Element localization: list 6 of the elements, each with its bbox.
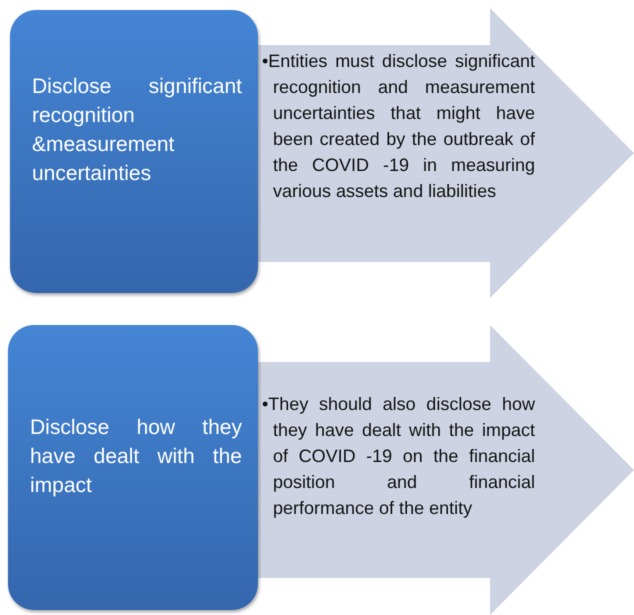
box-heading: Disclose how they have dealt with the impact [30, 415, 242, 499]
bullet-text: •Entities must disclose significant recognition and measurement uncertainties that might have been created by the outbreak of the COVID -19 in measuring various assets and liabilities [262, 50, 535, 203]
box-heading: Disclose significant recognition &measurement uncertainties [32, 74, 242, 187]
bullet-text: •They should also disclose how they have dealt with the impact of COVID -19 on the financial position and financial performance of the entity [262, 393, 535, 520]
process-box [10, 10, 258, 293]
process-box [8, 325, 258, 610]
